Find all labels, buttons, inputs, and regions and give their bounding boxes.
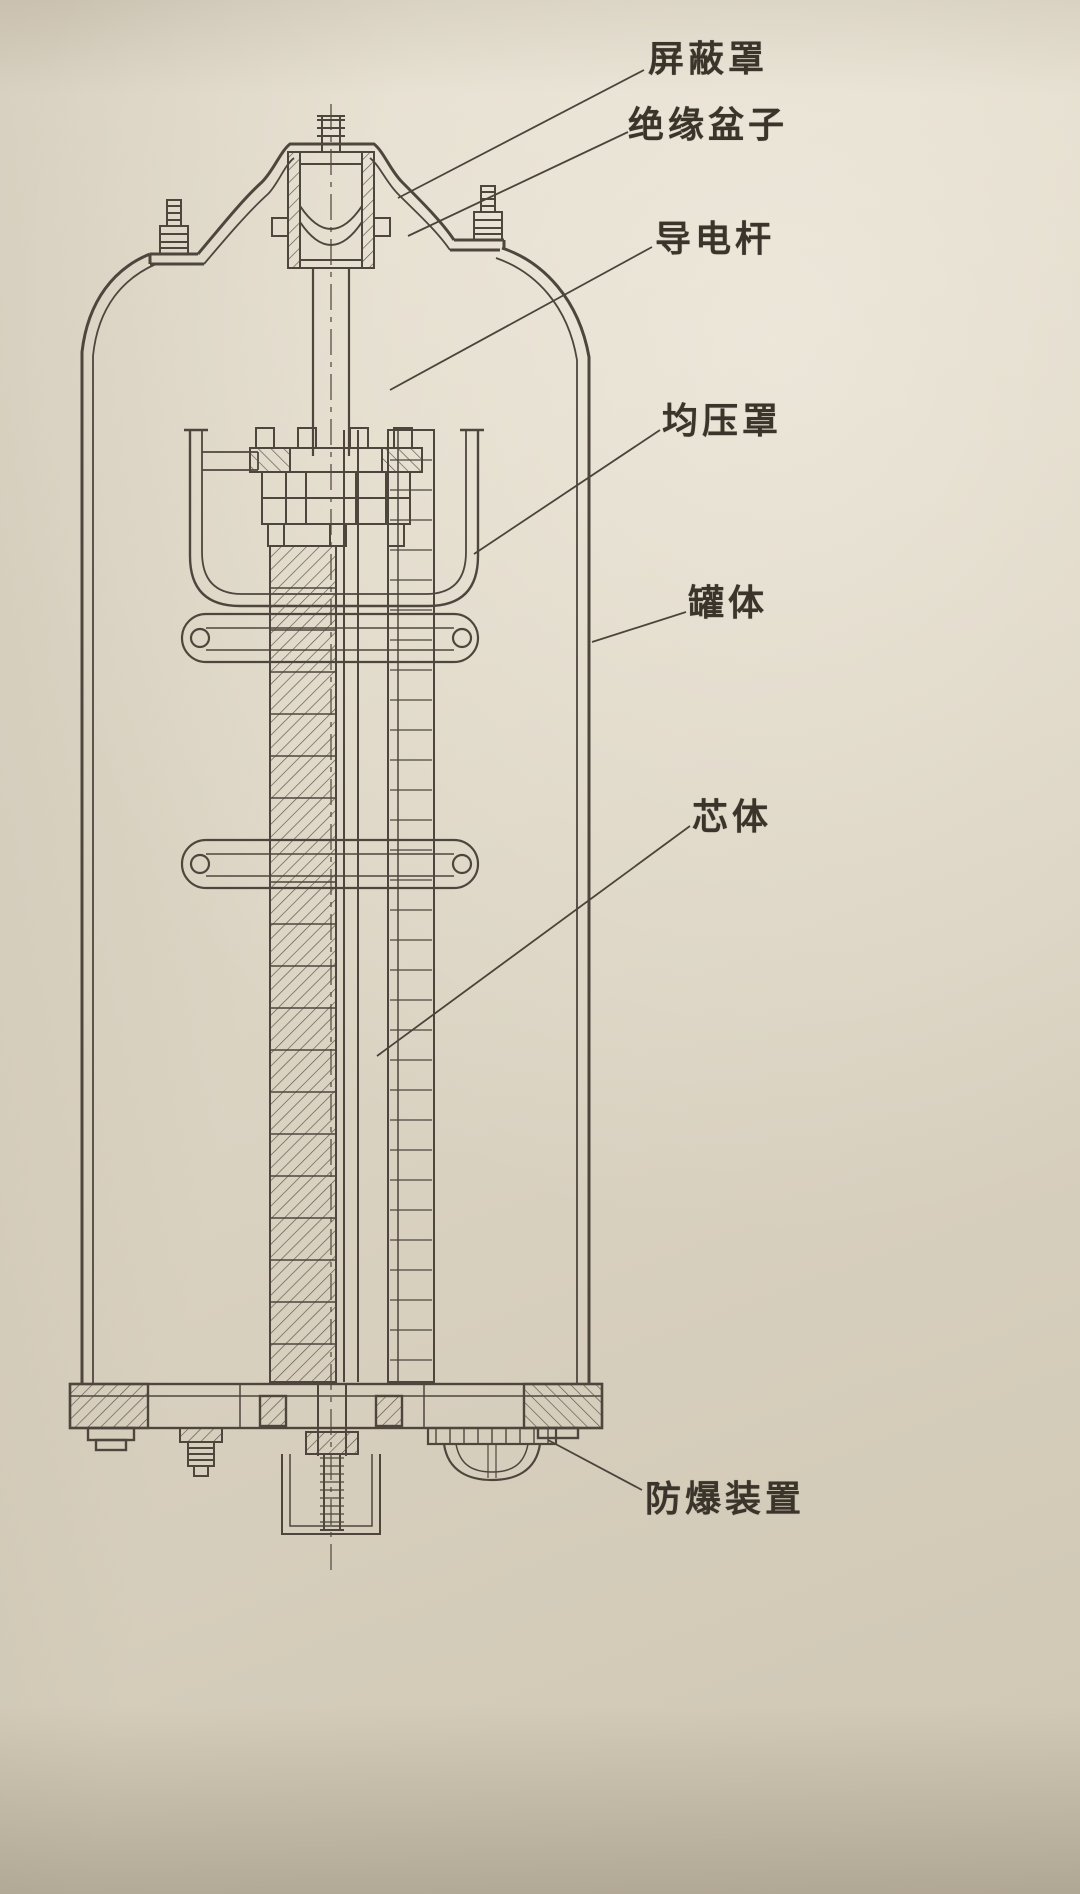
left-flange-bolt xyxy=(159,199,189,255)
label-explosion-proof: 防爆装置 xyxy=(645,1479,806,1519)
label-core-body: 芯体 xyxy=(692,797,773,837)
label-grading-shield: 均压罩 xyxy=(662,401,783,441)
core-segment-lines xyxy=(270,587,336,1345)
label-tank-body: 罐体 xyxy=(688,583,769,623)
tank-outline xyxy=(80,142,591,1384)
bottom-stud-bracket xyxy=(281,1384,381,1535)
tank-inner-wall xyxy=(92,157,578,1384)
explosion-flange-bolts xyxy=(435,1428,549,1444)
right-flange-bolt xyxy=(473,185,503,241)
upper-block xyxy=(249,427,423,547)
bottom-flange xyxy=(68,1382,604,1452)
bushing-and-basin xyxy=(271,151,391,269)
label-conductive-rod: 导电杆 xyxy=(655,219,776,259)
side-arms xyxy=(180,612,480,890)
leader-lines xyxy=(376,69,691,1491)
top-terminal xyxy=(317,115,345,152)
core-stack xyxy=(269,429,435,1383)
stud-thread-lines xyxy=(320,1457,344,1523)
bottom-left-bolt xyxy=(179,1427,223,1477)
label-shield-cover: 屏蔽罩 xyxy=(648,39,769,79)
label-insulating-basin: 绝缘盆子 xyxy=(628,105,789,145)
washer-stack-lines xyxy=(390,459,432,1361)
conductive-rod-shape xyxy=(311,268,351,456)
